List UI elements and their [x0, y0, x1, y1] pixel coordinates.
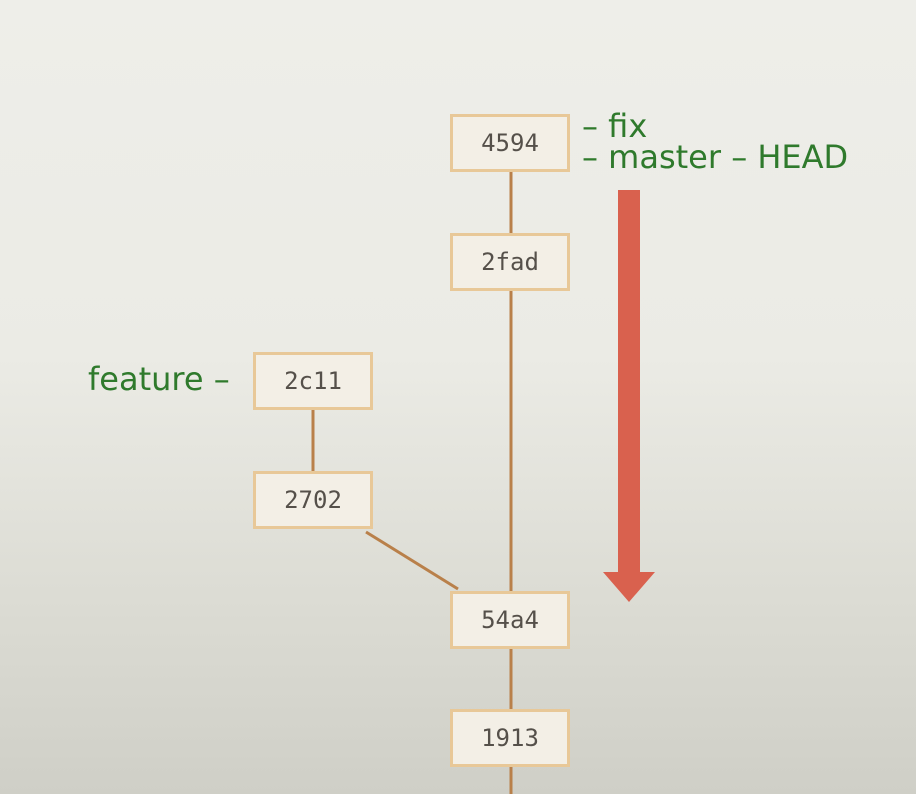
branch-label-feature: feature – [88, 360, 230, 398]
commit-2702[interactable]: 2702 [253, 471, 373, 529]
commit-54a4[interactable]: 54a4 [450, 591, 570, 649]
commit-4594[interactable]: 4594 [450, 114, 570, 172]
direction-arrow [603, 190, 655, 602]
commit-1913[interactable]: 1913 [450, 709, 570, 767]
commit-2c11[interactable]: 2c11 [253, 352, 373, 410]
edge-2702-54a4 [365, 530, 459, 591]
commit-2fad[interactable]: 2fad [450, 233, 570, 291]
branch-label-master-head: – master – HEAD [582, 138, 849, 176]
branch-label-fix: – fix [582, 107, 648, 145]
